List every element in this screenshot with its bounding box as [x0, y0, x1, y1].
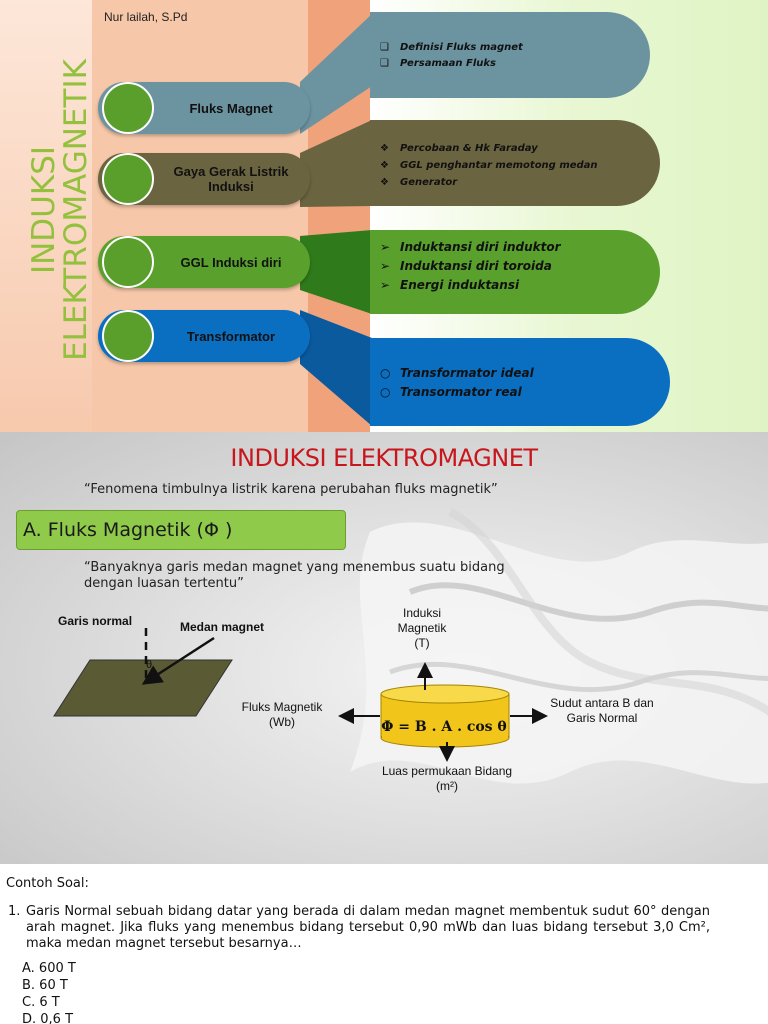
- formula-cylinder-top: [380, 684, 510, 704]
- circle-bullet-icon: ○: [380, 385, 391, 399]
- topic-label: Fluks Magnet: [189, 100, 273, 116]
- luas-permukaan-label: Luas permukaan Bidang (m²): [362, 764, 532, 794]
- slide-magnetic-flux: INDUKSI ELEKTROMAGNET “Fenomena timbulny…: [0, 432, 768, 864]
- subtopics-transformator: ○Transformator ideal ○Transormator real: [370, 338, 670, 426]
- author-name: Nur lailah, S.Pd: [104, 10, 188, 24]
- topic-knob-icon: [102, 82, 154, 134]
- answer-option: A. 600 T: [22, 961, 76, 976]
- topic-pill-ggl-induksi-diri[interactable]: GGL Induksi diri: [98, 236, 310, 288]
- subtopic-item: ❖Generator: [380, 174, 660, 191]
- answer-option: B. 60 T: [22, 978, 68, 993]
- slide-title: INDUKSI ELEKTROMAGNET: [230, 444, 538, 472]
- topic-label: GGL Induksi diri: [180, 254, 282, 270]
- checkbox-bullet-icon: ❑: [380, 42, 389, 53]
- fluks-magnetik-label: Fluks Magnetik (Wb): [226, 700, 338, 730]
- section-heading: A. Fluks Magnetik (Φ ): [23, 519, 233, 541]
- subtopic-item: ❑Persamaan Fluks: [380, 56, 650, 72]
- subtopics-ggl-induksi: ❖Percobaan & Hk Faraday ❖GGL penghantar …: [370, 120, 660, 206]
- connector-ggl: [300, 120, 372, 207]
- left-band: [0, 0, 92, 432]
- topic-knob-icon: [102, 310, 154, 362]
- subtopic-item: ➢Energi induktansi: [380, 276, 660, 295]
- arrow-bullet-icon: ➢: [380, 240, 391, 254]
- problem-heading: Contoh Soal:: [6, 876, 89, 891]
- subtopic-item: ○Transformator ideal: [380, 364, 670, 383]
- connector-transformator: [300, 310, 372, 426]
- subtopic-item: ➢Induktansi diri toroida: [380, 257, 660, 276]
- topic-pill-ggl-induksi[interactable]: Gaya Gerak Listrik Induksi: [98, 153, 310, 205]
- answer-option: D. 0,6 T: [22, 1012, 74, 1024]
- answer-options: A. 600 T B. 60 T C. 6 T D. 0,6 T: [22, 960, 76, 1024]
- circle-bullet-icon: ○: [380, 366, 391, 380]
- definition-quote: “Fenomena timbulnya listrik karena perub…: [84, 482, 498, 497]
- flux-diagram: [53, 628, 548, 762]
- diamond-bullet-icon: ❖: [380, 160, 389, 171]
- section-heading-box: A. Fluks Magnetik (Φ ): [16, 510, 346, 550]
- garis-normal-label: Garis normal: [58, 614, 133, 628]
- subtopic-item: ❖Percobaan & Hk Faraday: [380, 140, 660, 157]
- topic-pill-fluks-magnet[interactable]: Fluks Magnet: [98, 82, 310, 134]
- topic-knob-icon: [102, 236, 154, 288]
- subtopic-item: ○Transormator real: [380, 383, 670, 402]
- sudut-label: Sudut antara B dan Garis Normal: [550, 696, 654, 725]
- medan-magnet-label: Medan magnet: [180, 620, 265, 634]
- theta-label: θ: [146, 659, 153, 671]
- plane-surface: [53, 659, 233, 717]
- magnetic-field-arrow: [141, 636, 215, 685]
- induksi-magnetik-label: Induksi Magnetik (T): [382, 606, 462, 651]
- subtopics-fluks-magnet: ❑Definisi Fluks magnet ❑Persamaan Fluks: [370, 12, 650, 98]
- fluks-magnetik-unit: (Wb): [269, 715, 295, 729]
- problem-number: 1.: [8, 904, 21, 919]
- topic-pill-transformator[interactable]: Transformator: [98, 310, 310, 362]
- arrow-bullet-icon: ➢: [380, 259, 391, 273]
- topic-knob-icon: [102, 153, 154, 205]
- diamond-bullet-icon: ❖: [380, 143, 389, 154]
- connector-fluks: [300, 14, 372, 134]
- topic-connectors: [300, 14, 372, 426]
- problem-text: Garis Normal sebuah bidang datar yang be…: [26, 904, 710, 951]
- answer-option: C. 6 T: [22, 995, 60, 1010]
- topic-label: Gaya Gerak Listrik Induksi: [173, 164, 289, 194]
- flux-definition-quote: “Banyaknya garis medan magnet yang menem…: [84, 560, 505, 591]
- arrow-bullet-icon: ➢: [380, 278, 391, 292]
- subtopics-ggl-induksi-diri: ➢Induktansi diri induktor ➢Induktansi di…: [370, 230, 660, 314]
- example-problem: Contoh Soal: 1. Garis Normal sebuah bida…: [0, 868, 768, 1024]
- flux-formula: Φ = B . A . cos θ: [381, 719, 507, 735]
- luas-permukaan-unit: (m²): [436, 779, 458, 793]
- subtopic-item: ❑Definisi Fluks magnet: [380, 40, 650, 56]
- checkbox-bullet-icon: ❑: [380, 58, 389, 69]
- subtopic-item: ➢Induktansi diri induktor: [380, 238, 660, 257]
- diamond-bullet-icon: ❖: [380, 177, 389, 188]
- topic-label: Transformator: [186, 328, 276, 344]
- slide-topics-overview: Nur lailah, S.Pd INDUKSI ELEKTROMAGNETIK…: [0, 0, 768, 432]
- induksi-magnetik-unit: (T): [414, 636, 430, 650]
- subtopic-item: ❖GGL penghantar memotong medan: [380, 157, 660, 174]
- connector-ggl-diri: [300, 230, 372, 314]
